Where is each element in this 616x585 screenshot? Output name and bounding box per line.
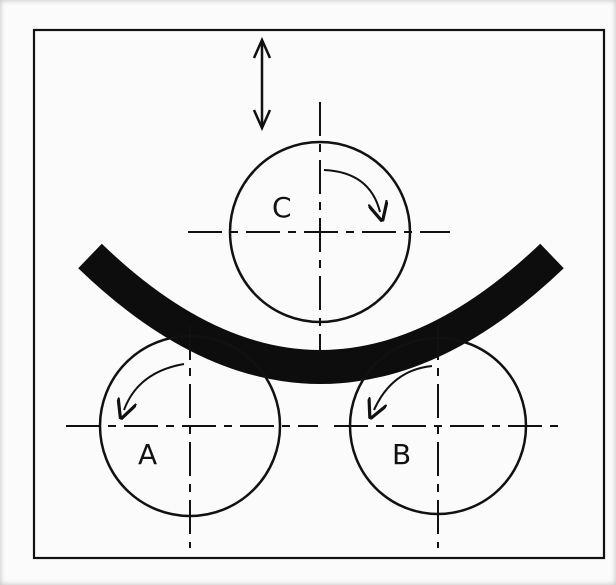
vertical-adjust-arrow — [252, 36, 272, 132]
roller-a: A — [66, 326, 318, 548]
bent-plate — [78, 243, 564, 384]
roller-b-centerlines — [334, 326, 566, 548]
diagram-frame — [32, 28, 606, 560]
roller-c: C — [188, 102, 450, 376]
roller-a-centerlines — [66, 326, 318, 548]
roller-a-rotation-arrow — [124, 363, 185, 410]
roller-c-centerlines — [188, 102, 450, 376]
roller-b: B — [334, 326, 566, 548]
roller-c-rotation-arrow — [323, 169, 380, 212]
roller-a-label: A — [138, 438, 157, 471]
roller-b-rotation-arrow — [374, 365, 433, 410]
roller-b-label: B — [392, 438, 411, 471]
roller-c-label: C — [272, 191, 292, 224]
